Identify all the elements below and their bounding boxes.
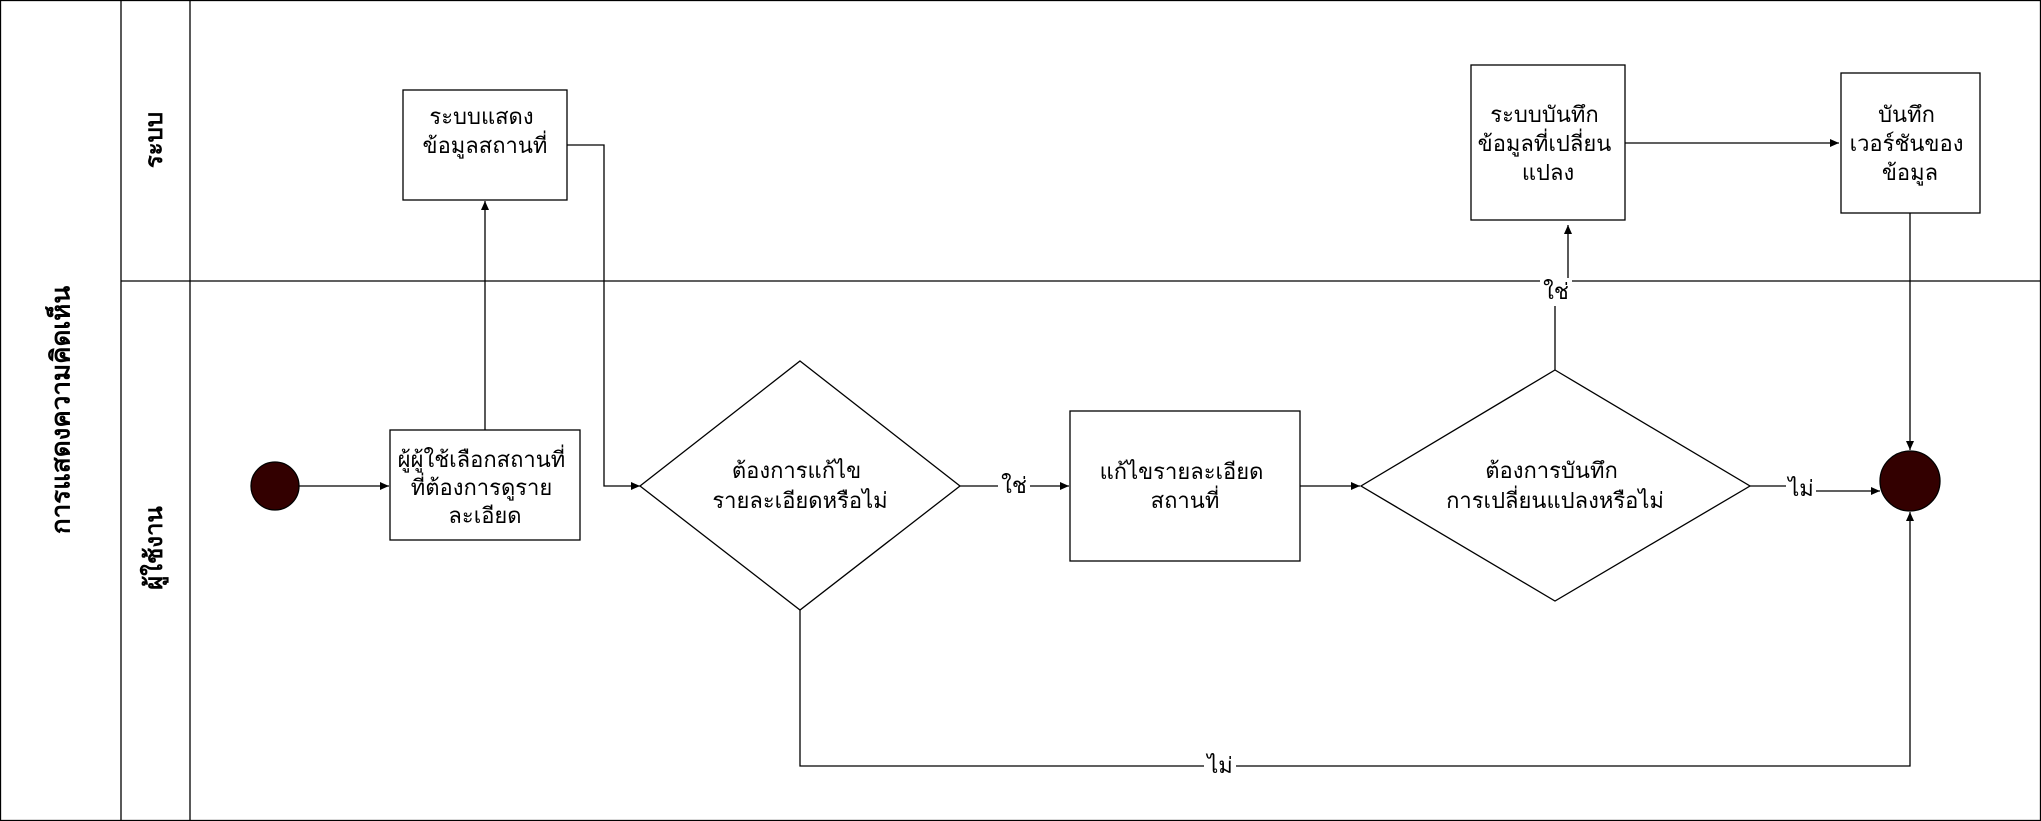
task-edit-details: แก้ไขรายละเอียด สถานที่ (1069, 410, 1301, 562)
task-save-version-line-2: เวอร์ชันของ (1850, 132, 1964, 157)
task-save-version-line-3: ข้อมูล (1882, 161, 1938, 186)
edge-label-edit-yes: ใช่ (1001, 473, 1027, 499)
task-save-changes: ระบบบันทึก ข้อมูลที่เปลี่ยน แปลง (1470, 64, 1626, 221)
svg-text:แก้ไขรายละเอียด สถานที่: แก้ไขรายละเอียด สถานที่ (1100, 459, 1271, 514)
end-event (1879, 450, 1941, 512)
svg-text:ระบบบันทึก ข้อมูลที่เปลี: ระบบบันทึก ข้อมูลที่เปลี่ยน แปลง (1478, 103, 1619, 186)
svg-text:บันทึก เวอร์ชันของ: บันทึก เวอร์ชันของ ข้อมูล (1850, 103, 1971, 186)
svg-text:ต้องการบันทึก การเปลี่ยน: ต้องการบันทึก การเปลี่ยนแปลงหรือไม่ (1446, 459, 1664, 514)
svg-text:ระบบแสดง ข้อมูลสถานที่: ระบบแสดง ข้อมูลสถานที่ (423, 105, 548, 159)
svg-text:ผู้ผู้ใช้เลือกสถานที่ ที: ผู้ผู้ใช้เลือกสถานที่ ที่ต้องการดูราย ละ… (398, 444, 573, 529)
start-event (250, 461, 300, 511)
gateway-want-save-line-2: การเปลี่ยนแปลงหรือไม่ (1446, 485, 1664, 514)
task-show-place-info-line-2: ข้อมูลสถานที่ (423, 130, 548, 159)
task-select-place-line-1: ผู้ผู้ใช้เลือกสถานที่ (398, 444, 566, 473)
task-save-changes-line-3: แปลง (1522, 161, 1574, 186)
pool-title: การแสดงความคิดเห็น (45, 286, 77, 535)
task-edit-details-line-2: สถานที่ (1151, 485, 1220, 514)
gateway-want-edit-line-1: ต้องการแก้ไข (732, 458, 861, 484)
task-select-place-line-2: ที่ต้องการดูราย (411, 472, 553, 501)
task-show-place-info: ระบบแสดง ข้อมูลสถานที่ (402, 89, 568, 201)
gateway-want-save: ต้องการบันทึก การเปลี่ยนแปลงหรือไม่ (1359, 369, 1752, 602)
edge-label-save-no: ไม่ (1786, 476, 1814, 502)
edge-show-to-decision (567, 144, 640, 490)
edge-label-save-yes: ใช่ (1543, 279, 1569, 305)
task-select-place: ผู้ผู้ใช้เลือกสถานที่ ที่ต้องการดูราย ละ… (389, 429, 581, 541)
task-select-place-line-3: ละเอียด (448, 504, 521, 529)
task-edit-details-line-1: แก้ไขรายละเอียด (1100, 459, 1264, 485)
lane-label-system: ระบบ (140, 112, 168, 168)
gateway-want-edit: ต้องการแก้ไข รายละเอียดหรือไม่ (638, 360, 962, 611)
task-save-version: บันทึก เวอร์ชันของ ข้อมูล (1840, 72, 1981, 214)
gateway-want-save-line-1: ต้องการบันทึก (1485, 459, 1618, 484)
gateway-want-edit-line-2: รายละเอียดหรือไม่ (712, 488, 887, 514)
task-save-changes-line-1: ระบบบันทึก (1490, 103, 1598, 128)
task-save-version-line-1: บันทึก (1878, 103, 1935, 128)
svg-text:ต้องการแก้ไข รายละเอียดห: ต้องการแก้ไข รายละเอียดหรือไม่ (712, 458, 887, 514)
lane-label-user: ผู้ใช้งาน (139, 506, 169, 590)
task-save-changes-line-2: ข้อมูลที่เปลี่ยน (1478, 128, 1612, 157)
task-show-place-info-line-1: ระบบแสดง (429, 105, 533, 130)
edges (299, 139, 1914, 767)
edge-label-edit-no: ไม่ (1205, 753, 1233, 779)
edge-edit-no (799, 512, 1914, 767)
edge-labels: ใช่ ไม่ ใช่ ไม่ (998, 278, 1816, 780)
